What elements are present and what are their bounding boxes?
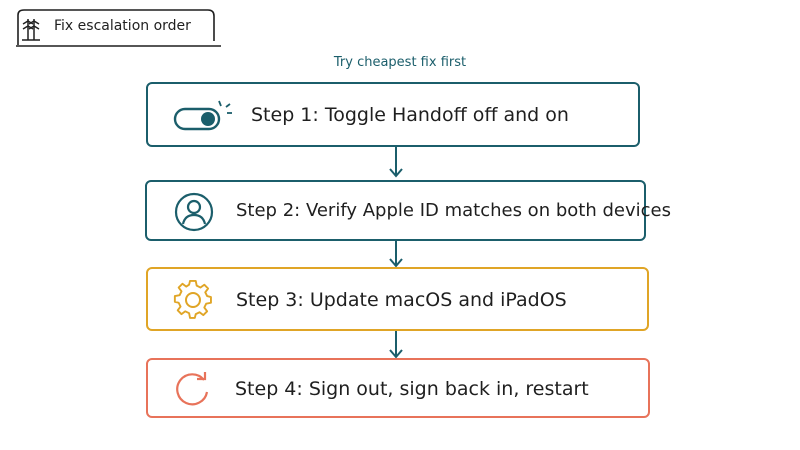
step-3-label: Step 3: Update macOS and iPadOS <box>236 289 567 311</box>
subtitle: Try cheapest fix first <box>333 55 467 70</box>
step-2-label: Step 2: Verify Apple ID matches on both … <box>236 200 671 221</box>
step-4-box: Step 4: Sign out, sign back in, restart <box>146 358 650 418</box>
gear-icon <box>172 279 214 325</box>
toggle-icon <box>173 97 235 137</box>
arrow-2-3 <box>389 240 403 268</box>
tab-outline <box>16 9 221 47</box>
step-1-label: Step 1: Toggle Handoff off and on <box>251 104 569 126</box>
restart-icon <box>173 370 213 414</box>
header-tab: Fix escalation order <box>16 9 221 47</box>
step-2-box: Step 2: Verify Apple ID matches on both … <box>145 180 671 241</box>
arrow-1-2 <box>389 147 403 178</box>
step-4-label: Step 4: Sign out, sign back in, restart <box>235 378 589 400</box>
page-title: Fix escalation order <box>54 18 191 34</box>
step-1-box: Step 1: Toggle Handoff off and on <box>146 82 640 147</box>
step-3-box: Step 3: Update macOS and iPadOS <box>146 267 649 331</box>
arrow-3-4 <box>389 331 403 359</box>
user-icon <box>174 192 214 236</box>
